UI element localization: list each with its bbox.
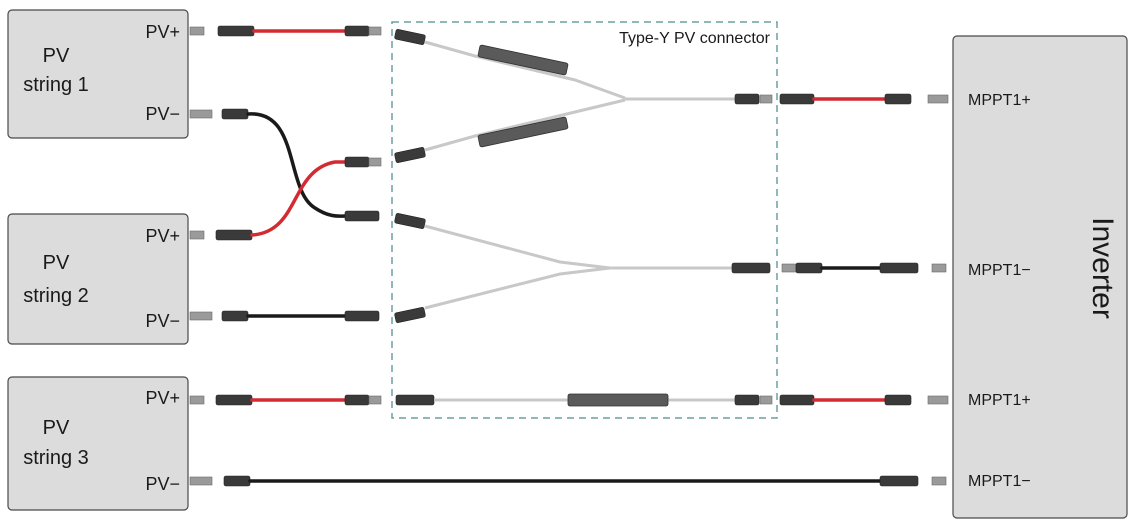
- cable-string1-negative: [189, 108, 380, 222]
- pv-string-1-negative-label: PV−: [145, 104, 180, 124]
- pv-string-2-positive-label: PV+: [145, 226, 180, 246]
- cable-string3-positive: [189, 394, 382, 406]
- cable-string3-negative: [189, 475, 947, 487]
- inline-fuse-icon: [477, 44, 569, 76]
- cable-output-mppt1-positive-b: [779, 394, 949, 406]
- inverter-port-2: MPPT1−: [968, 262, 1031, 279]
- pv-string-2-title-line2: string 2: [23, 285, 89, 307]
- pv-string-2-title-line1: PV: [43, 252, 70, 274]
- pv-string-2-negative-label: PV−: [145, 311, 180, 331]
- pv-string-1-title-line1: PV: [43, 45, 70, 67]
- pv-string-3-title-line2: string 3: [23, 447, 89, 469]
- cable-string1-positive: [189, 25, 382, 37]
- inverter-port-3: MPPT1+: [968, 392, 1031, 409]
- cable-string2-positive: [189, 156, 382, 241]
- pv-string-3: PV string 3 PV+ PV−: [7, 376, 189, 511]
- y-connector-positive: [394, 29, 773, 163]
- inverter: Inverter MPPT1+ MPPT1− MPPT1+ MPPT1−: [952, 35, 1128, 519]
- cable-output-mppt1-positive-a: [779, 93, 949, 105]
- inverter-box: [952, 35, 1128, 519]
- pv-string-1-title-line2: string 1: [23, 74, 89, 96]
- type-y-connector-label: Type-Y PV connector: [619, 30, 771, 47]
- inverter-label: Inverter: [1086, 217, 1119, 319]
- inline-fuse-icon: [567, 393, 669, 407]
- inverter-port-4: MPPT1−: [968, 473, 1031, 490]
- y-connector-negative: [394, 213, 771, 323]
- pv-string-3-title-line1: PV: [43, 417, 70, 439]
- inline-fuse-icon: [477, 116, 569, 148]
- pv-string-1-positive-label: PV+: [145, 22, 180, 42]
- cable-output-mppt1-negative-a: [781, 262, 947, 274]
- cable-string2-negative: [189, 310, 380, 322]
- pv-string-1-box: [7, 9, 189, 139]
- pv-string-1: PV string 1 PV+ PV−: [7, 9, 189, 139]
- pass-through-connector: [395, 393, 773, 407]
- pv-string-3-negative-label: PV−: [145, 474, 180, 494]
- type-y-connector-region: [391, 21, 778, 419]
- pv-string-3-positive-label: PV+: [145, 388, 180, 408]
- pv-string-2-box: [7, 213, 189, 345]
- inverter-port-1: MPPT1+: [968, 92, 1031, 109]
- pv-string-2: PV string 2 PV+ PV−: [7, 213, 189, 345]
- pv-string-3-box: [7, 376, 189, 511]
